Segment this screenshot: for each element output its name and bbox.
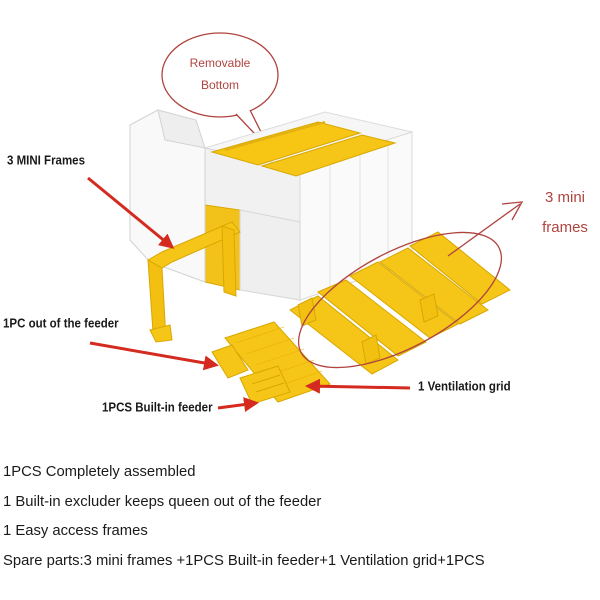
removable-bottom-line2: Bottom [200, 78, 239, 92]
mini-frames-label: 3 MINI Frames [7, 154, 85, 168]
spare-frames [289, 231, 511, 375]
description-line-1: 1PCS Completely assembled [3, 464, 196, 480]
description-line-3: 1 Easy access frames [3, 523, 148, 539]
builtin-feeder-label: 1PCS Built-in feeder [102, 401, 213, 415]
three-mini-frames-label: 3 mini frames [530, 183, 600, 243]
mini-frames-pointer [447, 201, 524, 257]
pc-out-feeder-label: 1PC out of the feeder [3, 317, 119, 331]
ventilation-grid-label: 1 Ventilation grid [418, 380, 511, 394]
beehive-diagram [87, 32, 524, 413]
mini-frames-oval [297, 231, 503, 369]
product-illustration: Removable Bottom 3 MINI Frames 3 mini fr… [3, 32, 600, 415]
builtin-feeder-piece [211, 344, 291, 405]
three-mini-frames-line2: frames [542, 219, 588, 236]
description-line-2: 1 Built-in excluder keeps queen out of t… [3, 493, 322, 510]
front-mini-frame [146, 221, 241, 343]
removable-bottom-label: Removable Bottom [175, 52, 265, 96]
description-line-4: Spare parts:3 mini frames +1PCS Built-in… [3, 552, 485, 569]
callout-arrows [87, 176, 411, 413]
product-description: 1PCS Completely assembled 1 Built-in exc… [3, 458, 597, 576]
three-mini-frames-line1: 3 mini [544, 189, 585, 206]
removable-bottom-line1: Removable [189, 56, 251, 70]
